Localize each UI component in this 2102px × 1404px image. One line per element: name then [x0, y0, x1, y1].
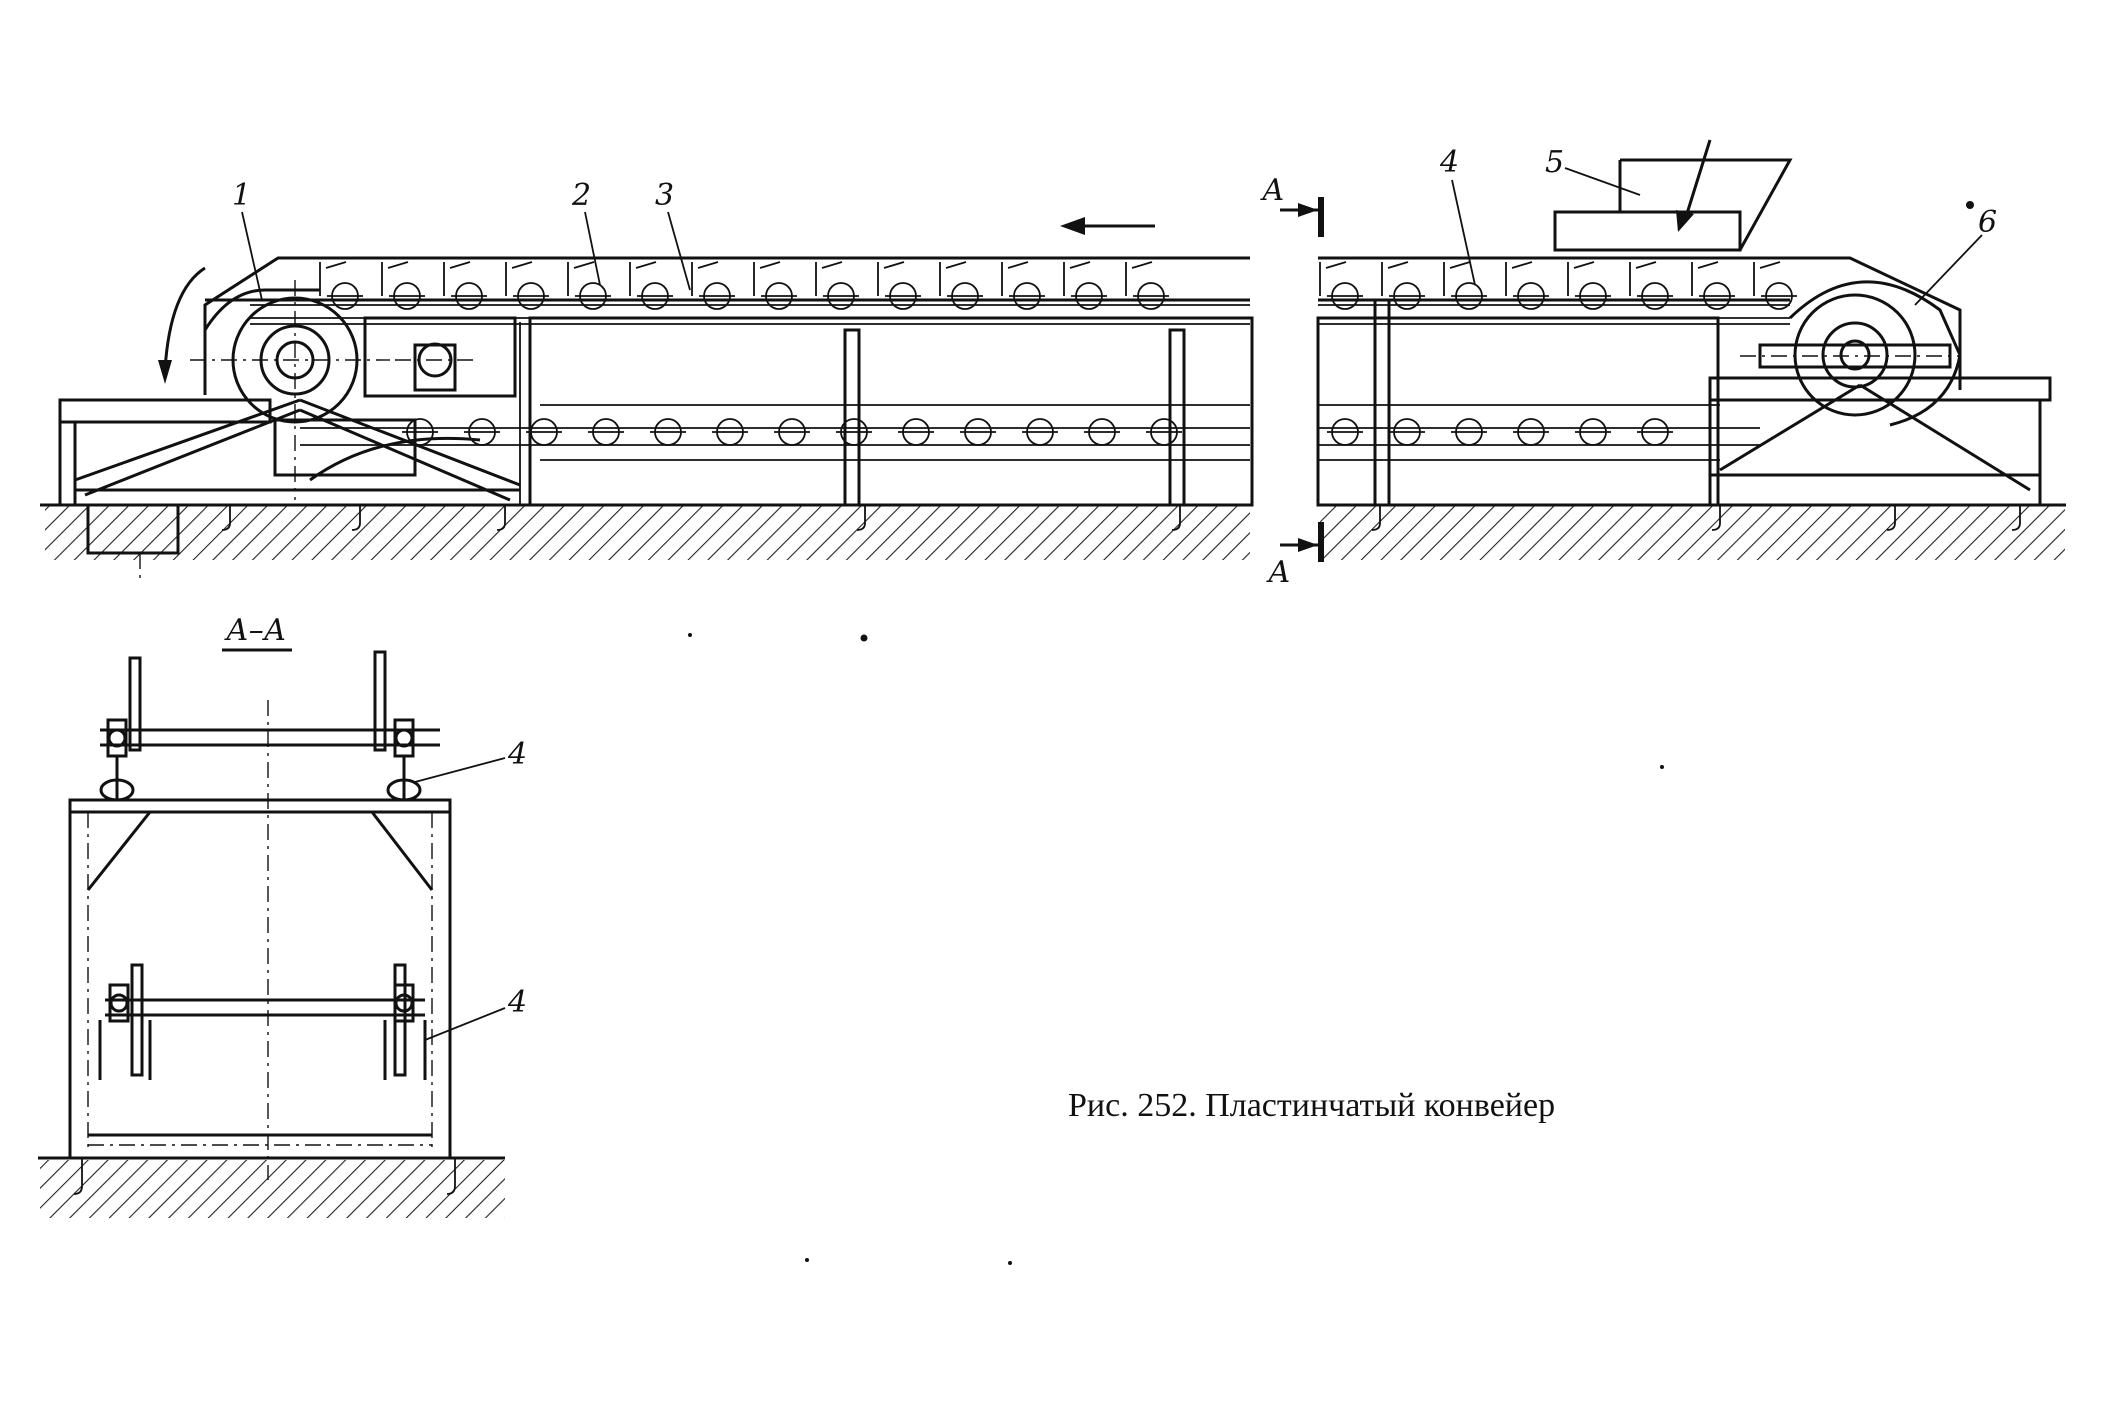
chain-slat [443, 261, 471, 296]
chain-slat [939, 261, 967, 296]
chain-slat [1753, 261, 1781, 296]
section-marker-top-label: А [1260, 173, 1285, 208]
callout-4-section-lower: 4 [507, 985, 527, 1020]
scan-specks [688, 633, 1664, 1265]
callout-3: 3 [655, 178, 674, 213]
callout-5: 5 [1545, 145, 1564, 180]
ground-right [1318, 503, 2066, 560]
chain-slat [1505, 261, 1533, 296]
chain-slat [753, 261, 781, 296]
section-view-a-a: А–А [38, 613, 527, 1218]
section-line-marker-bottom: А [1266, 522, 1324, 590]
ground-left [40, 503, 1252, 560]
chain-slat [1319, 261, 1347, 296]
chain-slat [877, 261, 905, 296]
chain-slat [1001, 261, 1029, 296]
chain-slat [1125, 261, 1153, 296]
callout-6: 6 [1978, 205, 1997, 240]
chain-slat [1063, 261, 1091, 296]
chain-slat [1567, 261, 1595, 296]
section-marker-bottom-label: А [1266, 555, 1291, 590]
chain-slat [381, 261, 409, 296]
callout-2: 2 [571, 178, 591, 213]
chain-rollers-left [319, 261, 1182, 446]
conveyor-left-section [58, 217, 1254, 580]
chain-slat [1629, 261, 1657, 296]
chain-slat [629, 261, 657, 296]
callouts-side-view: 1 2 3 4 5 6 [232, 145, 1997, 306]
conveyor-right-section [1316, 139, 2052, 531]
chain-slat [567, 261, 595, 296]
callout-4: 4 [1439, 145, 1459, 180]
section-line-marker-top: А [1260, 173, 1324, 237]
chain-slat [1381, 261, 1409, 296]
chain-rollers-right [1319, 261, 1797, 446]
figure-caption: Рис. 252. Пластинчатый конвейер [1068, 1087, 1555, 1124]
chain-slat [505, 261, 533, 296]
chain-slat [691, 261, 719, 296]
chain-slat [1443, 261, 1471, 296]
chain-slat [815, 261, 843, 296]
section-title: А–А [224, 613, 286, 648]
chain-slat [1691, 261, 1719, 296]
callout-4-section-upper: 4 [507, 737, 527, 772]
callout-1: 1 [232, 178, 251, 213]
chain-slat [319, 261, 347, 296]
